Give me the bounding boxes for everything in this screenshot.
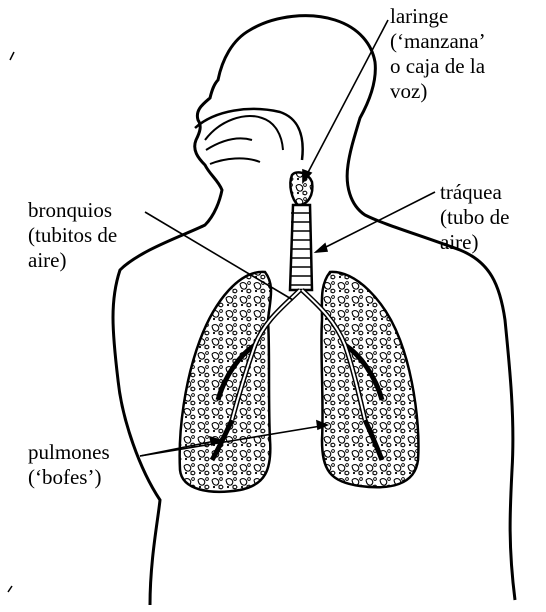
- lung-right: [321, 272, 418, 487]
- label-bronquios: bronquios (tubitos de aire): [28, 198, 117, 273]
- bronquios-pointer: [145, 212, 293, 300]
- edge-mark-bottom: [8, 586, 12, 592]
- larynx-shape: [290, 172, 312, 205]
- edge-mark: [10, 52, 14, 60]
- face-detail: [205, 116, 283, 164]
- body-outline: [113, 16, 515, 605]
- trachea-shape: [290, 205, 312, 290]
- laringe-pointer: [303, 20, 388, 182]
- label-pulmones: pulmones (‘bofes’): [28, 440, 110, 490]
- label-laringe: laringe (‘manzana’ o caja de la voz): [390, 4, 486, 104]
- label-traquea: tráquea (tubo de aire): [440, 180, 509, 255]
- traquea-pointer: [316, 192, 435, 252]
